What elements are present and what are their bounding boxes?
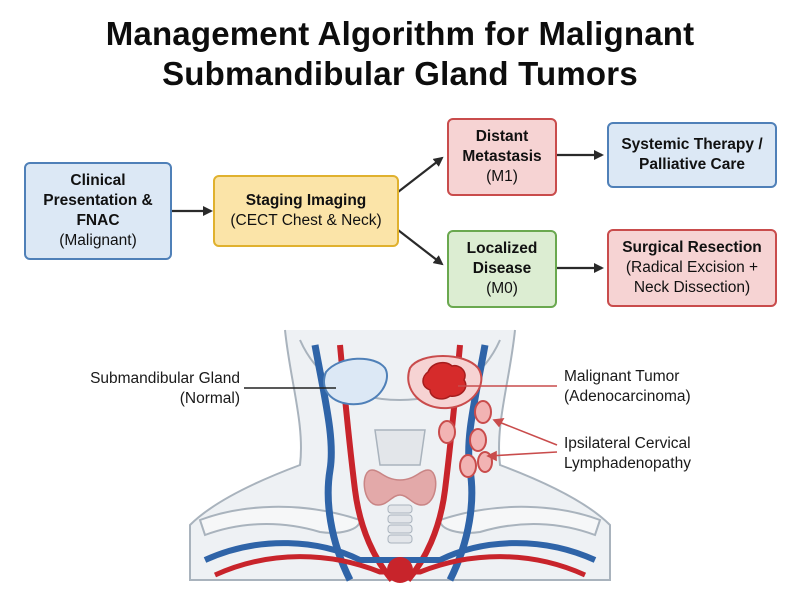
clinical-line-3: FNAC [76,212,120,229]
distant-line-1: Distant [475,128,529,145]
distant-line-3: (M1) [486,168,518,185]
systemic-line-2: Palliative Care [639,156,745,173]
tumor-label-line-2: (Adenocarcinoma) [564,388,691,405]
surgical-line-1: Surgical Resection [622,239,762,256]
localized-disease-box: Localized Disease (M0) [447,230,557,308]
arrow-staging-to-distant [397,156,444,193]
surgical-resection-box: Surgical Resection (Radical Excision + N… [607,229,777,307]
distant-line-2: Metastasis [462,148,542,165]
localized-line-2: Disease [472,260,532,277]
page-title: Management Algorithm for Malignant Subma… [0,14,800,94]
malignant-tumor-mass [422,361,467,400]
staging-imaging-box: Staging Imaging (CECT Chest & Neck) [213,175,399,247]
localized-line-1: Localized [466,240,538,257]
surgical-line-3: Neck Dissection) [633,279,751,296]
gland-label-line-2: (Normal) [179,390,240,407]
larynx [374,429,426,466]
gland-label-line-1: Submandibular Gland [90,370,240,387]
systemic-therapy-box: Systemic Therapy / Palliative Care [607,122,777,188]
staging-line-2: (CECT Chest & Neck) [230,212,382,229]
localized-line-3: (M0) [486,280,518,297]
arrow-staging-to-localized [397,229,444,266]
clinical-line-1: Clinical [70,172,126,189]
clinical-line-4: (Malignant) [59,232,137,249]
left-clavicle [198,505,362,537]
clinical-line-2: Presentation & [43,192,153,209]
trachea [387,504,413,544]
thyroid-gland [363,469,437,506]
aortic-arch [387,557,413,583]
systemic-line-1: Systemic Therapy / [621,136,763,153]
left-jugular-vein [311,344,354,582]
lymph-label-line-1: Ipsilateral Cervical [564,435,691,452]
distant-metastasis-box: Distant Metastasis (M1) [447,118,557,196]
staging-line-1: Staging Imaging [245,192,367,209]
right-clavicle [438,505,602,537]
lymph-label-line-2: Lymphadenopathy [564,455,691,472]
surgical-line-2: (Radical Excision + [625,259,759,276]
clinical-presentation-box: Clinical Presentation & FNAC (Malignant) [24,162,172,260]
tumor-label-line-1: Malignant Tumor [564,368,680,385]
title-line-1: Management Algorithm for Malignant [105,15,695,52]
title-line-2: Submandibular Gland Tumors [162,55,638,92]
cervical-lymph-nodes [438,400,493,478]
malignant-tumor-label: Malignant Tumor (Adenocarcinoma) [564,367,691,407]
lymph-leader-arrows [486,418,558,462]
submandibular-gland-label: Submandibular Gland (Normal) [90,369,240,409]
lymphadenopathy-label: Ipsilateral Cervical Lymphadenopathy [564,434,691,474]
normal-submandibular-gland [323,357,388,406]
